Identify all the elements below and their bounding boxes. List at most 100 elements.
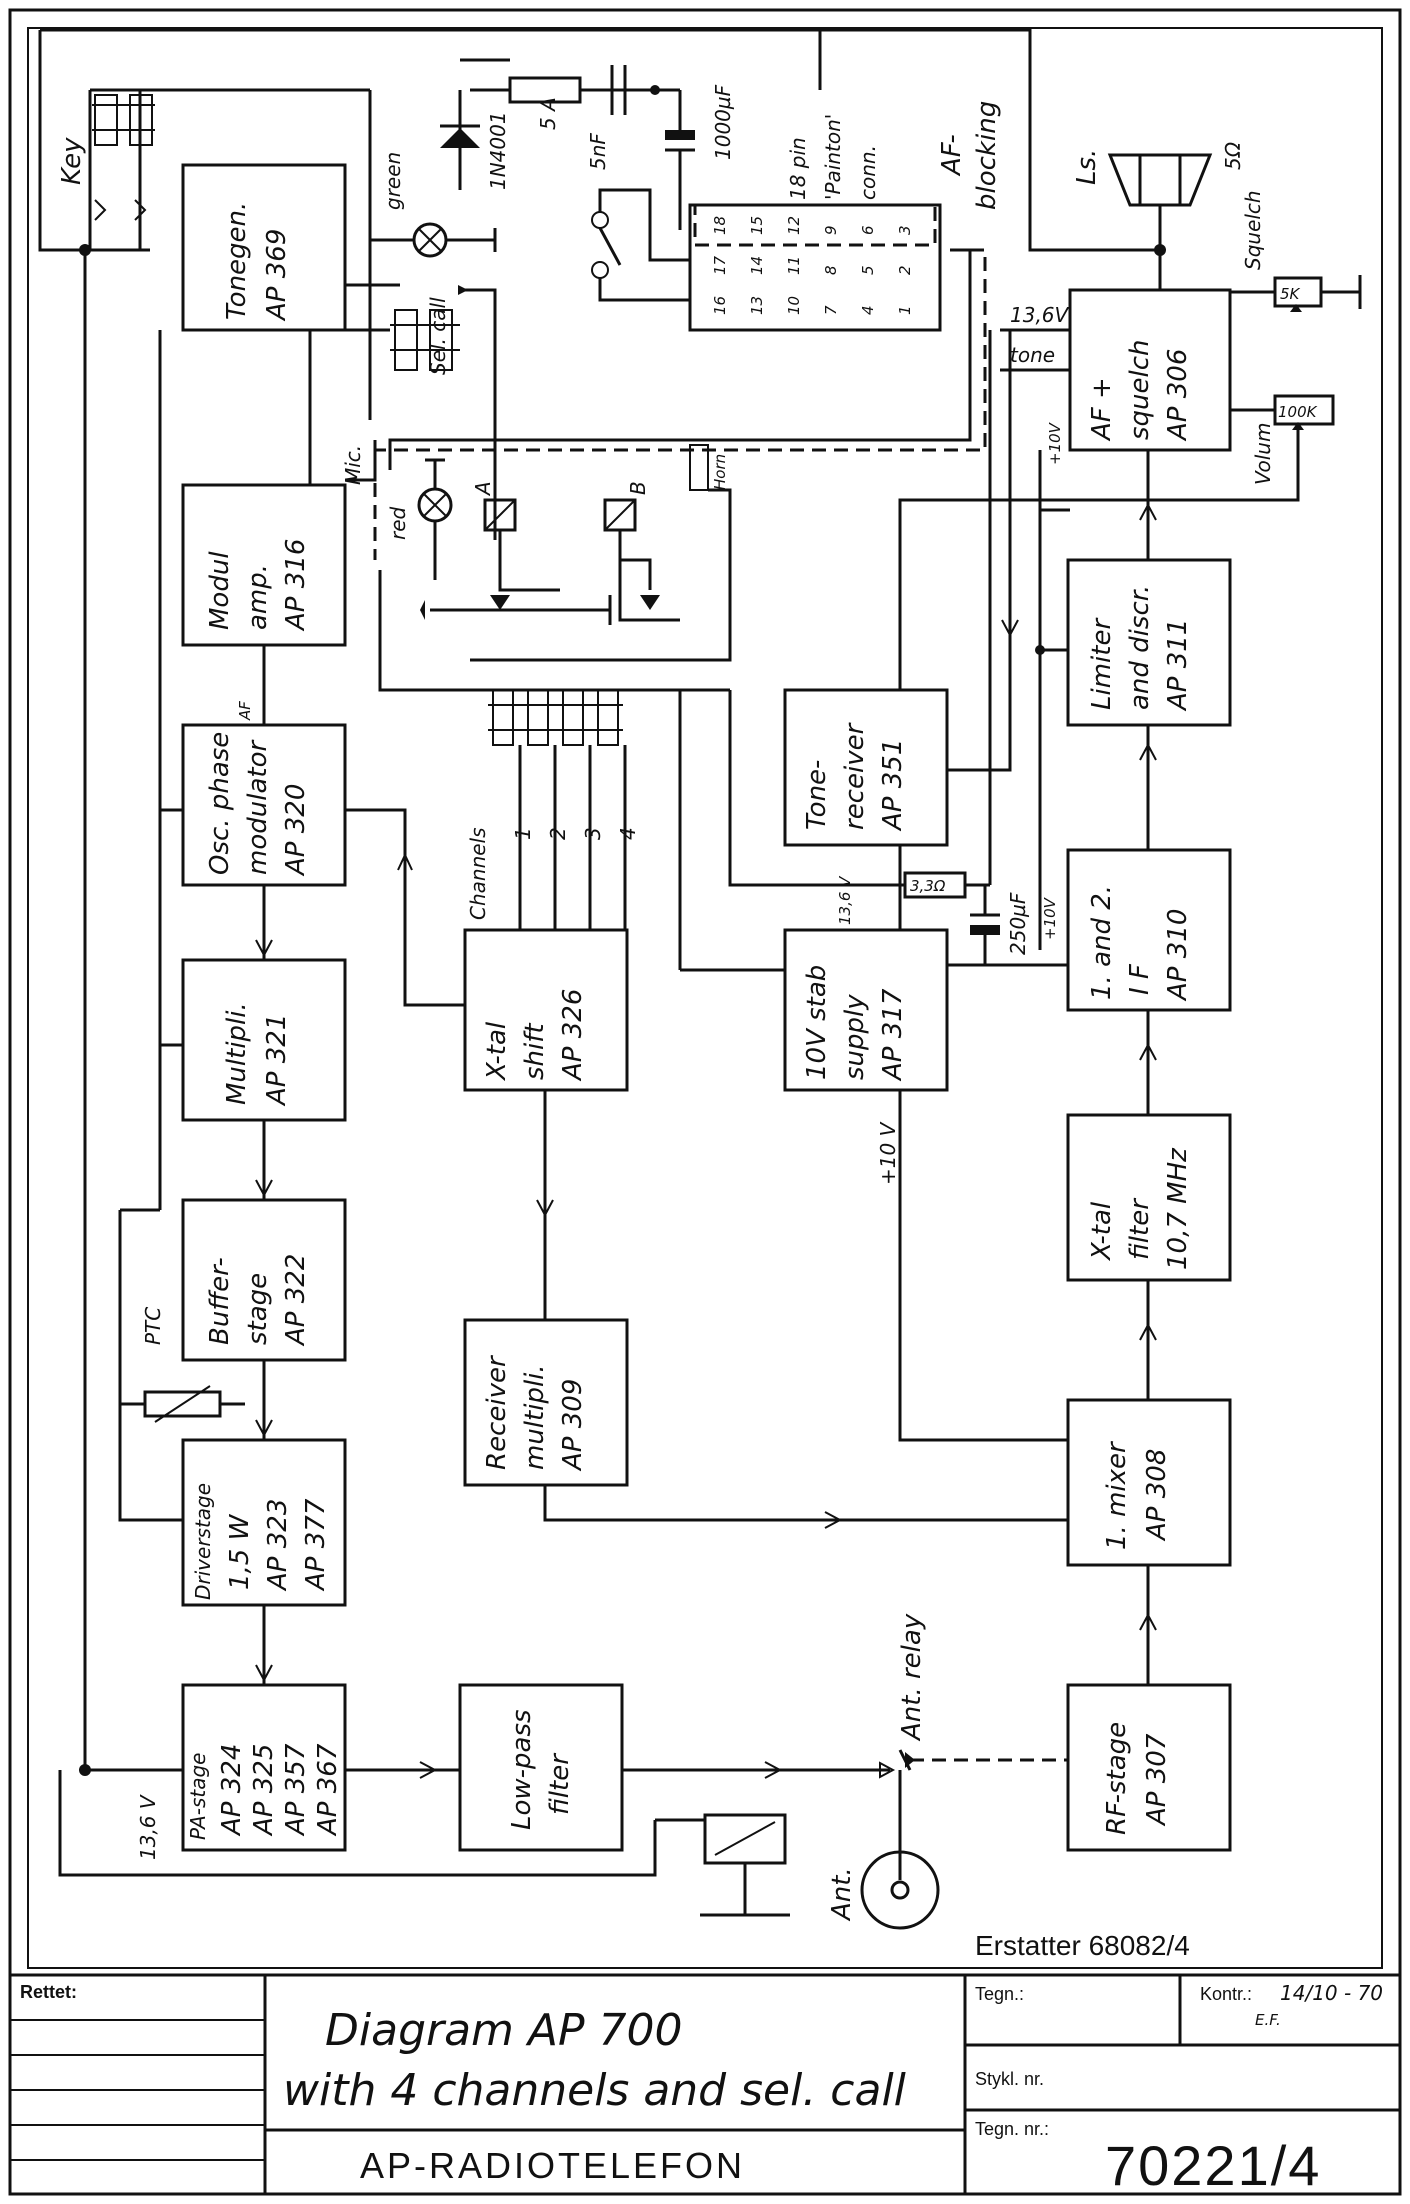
ptc-resistor: PTC — [118, 1210, 245, 1522]
channels-label: Channels — [466, 827, 490, 920]
pa-block: PA-stage AP 324 AP 325 AP 357 AP 367 — [181, 1683, 347, 1852]
afblocking-label2: blocking — [972, 101, 1002, 210]
pot5k-label: 5K — [1280, 285, 1301, 303]
selcall-label: Sel. call — [426, 297, 450, 375]
if-line1: 1. and 2. — [1087, 885, 1117, 1000]
res33-label: 3,3Ω — [910, 877, 946, 895]
plus10v-b-label: +10V — [1041, 896, 1059, 940]
lowpass-line2: filter — [545, 1752, 575, 1815]
driver-line3: AP 323 — [263, 1499, 293, 1592]
af-line1: AF + — [1087, 377, 1117, 442]
modul-line1: Modul — [205, 551, 235, 630]
osc-line3: AP 320 — [281, 784, 311, 877]
v136b-label: 13,6 V — [836, 875, 854, 925]
pin-17: 17 — [711, 255, 729, 275]
squelch-label: Squelch — [1241, 190, 1265, 270]
pin-7: 7 — [822, 305, 840, 315]
painton-connector: 18 pin 'Painton' conn. 18 15 12 9 6 3 17… — [591, 30, 942, 332]
pin-8: 8 — [822, 265, 840, 275]
rf-line2: AP 307 — [1142, 1733, 1172, 1827]
pa-line3: AP 325 — [249, 1744, 279, 1837]
osc-line2: modulator — [243, 739, 273, 875]
cap1000-label: 1000µF — [711, 84, 735, 160]
pa-line5: AP 367 — [313, 1743, 343, 1837]
if-line3: AP 310 — [1163, 909, 1193, 1002]
title-block: Erstatter 68082/4 Rettet: Diagram AP 700… — [10, 1930, 1400, 2197]
tone-label: tone — [1010, 343, 1055, 367]
relay-a-label: A — [471, 481, 495, 497]
xtalshift-line3: AP 326 — [558, 989, 588, 1082]
antrelay-label: Ant. relay — [897, 1613, 927, 1742]
pin-18: 18 — [711, 216, 729, 235]
diagram-subtitle: with 4 channels and sel. call — [283, 2065, 907, 2116]
horn-relay: Horn — [470, 444, 732, 662]
v136c-label: 13,6 V — [136, 1794, 160, 1860]
diode-label: 1N4001 — [486, 111, 510, 190]
driver-line2: 1,5 W — [225, 1513, 255, 1590]
pin-14: 14 — [748, 256, 766, 275]
xtalfilter-line3: 10,7 MHz — [1163, 1147, 1193, 1270]
ant-relay-coil — [58, 1770, 790, 1917]
buffer-line2: stage — [243, 1273, 273, 1345]
limiter-line1: Limiter — [1087, 617, 1117, 710]
plus10v-c-label: +10 V — [876, 1121, 900, 1185]
red-lamp: red — [386, 458, 453, 580]
drawing-number: 70221/4 — [1105, 2134, 1321, 2197]
kontr-label: Kontr.: — [1200, 1984, 1252, 2004]
osc-line1: Osc. phase — [205, 732, 235, 875]
mixer-line1: 1. mixer — [1102, 1440, 1132, 1550]
limiter-block: Limiter and discr. AP 311 — [1066, 558, 1232, 727]
pa-line4: AP 357 — [281, 1743, 311, 1837]
company-name: AP-RADIOTELEFON — [360, 2145, 745, 2186]
tonerec-line1: Tone- — [802, 760, 832, 830]
af-line2: squelch — [1125, 339, 1155, 440]
horn-label: Horn — [711, 454, 729, 490]
red-label: red — [386, 506, 410, 540]
tegn-label: Tegn.: — [975, 1984, 1024, 2004]
tonegen-line2: AP 369 — [262, 229, 292, 322]
stab-line1: 10V stab — [802, 965, 832, 1080]
xtalshift-line1: X-tal — [482, 1021, 512, 1082]
pin-5: 5 — [859, 265, 877, 275]
tonegen-block: Tonegen. AP 369 — [181, 163, 347, 332]
xtalfilter-block: X-tal filter 10,7 MHz — [1066, 1113, 1232, 1282]
driver-line4: AP 377 — [301, 1498, 331, 1592]
volum-label: Volum — [1251, 423, 1275, 485]
driver-block: Driverstage 1,5 W AP 323 AP 377 — [181, 1438, 347, 1607]
mixer-block: 1. mixer AP 308 — [1066, 1398, 1232, 1567]
channel-1-label: 1 — [511, 827, 535, 840]
modul-line3: AP 316 — [281, 539, 311, 632]
multipli-line2: AP 321 — [262, 1014, 292, 1107]
squelch-pot: 5K — [1230, 275, 1362, 312]
fuse-label: 5 A — [536, 97, 560, 130]
ls-label: Ls. — [1072, 149, 1102, 185]
buffer-block: Buffer- stage AP 322 — [181, 1198, 347, 1362]
mic-label: Mic. — [341, 445, 365, 485]
pins-bottom-row: 16 13 10 7 4 1 — [711, 296, 914, 315]
cap5n-label: 5nF — [586, 133, 610, 170]
key-label: Key — [57, 137, 87, 185]
tonerec-block: Tone- receiver AP 351 — [783, 688, 949, 847]
conn-label: conn. — [856, 145, 880, 200]
buffer-line3: AP 322 — [281, 1254, 311, 1347]
res33-resistor: 3,3Ω — [903, 871, 967, 899]
buffer-line1: Buffer- — [205, 1257, 235, 1345]
pin18-label: 18 pin — [786, 137, 810, 200]
tegnnr-label: Tegn. nr.: — [975, 2119, 1049, 2139]
cap250-capacitor: 250µF — [970, 885, 1030, 965]
pin-10: 10 — [785, 296, 803, 315]
kontr-date: 14/10 - 70 — [1280, 1981, 1383, 2005]
lowpass-block: Low-pass filter — [458, 1683, 624, 1852]
painton-label: 'Painton' — [821, 114, 845, 200]
antenna-relay: Ant. relay — [879, 1613, 1068, 1800]
inner-frame — [27, 27, 1383, 1969]
pot100k-label: 100K — [1278, 403, 1318, 421]
modul-line2: amp. — [243, 564, 273, 630]
ohm5-label: 5Ω — [1221, 141, 1245, 170]
af-squelch-block: AF + squelch AP 306 — [1068, 288, 1232, 452]
ptc-label: PTC — [141, 1307, 165, 1345]
pa-line1: PA-stage — [186, 1753, 210, 1840]
multipli-line1: Multipli. — [222, 1002, 252, 1105]
afblocking-label1: AF- — [937, 134, 967, 177]
selcall-relay: Sel. call — [310, 285, 497, 540]
